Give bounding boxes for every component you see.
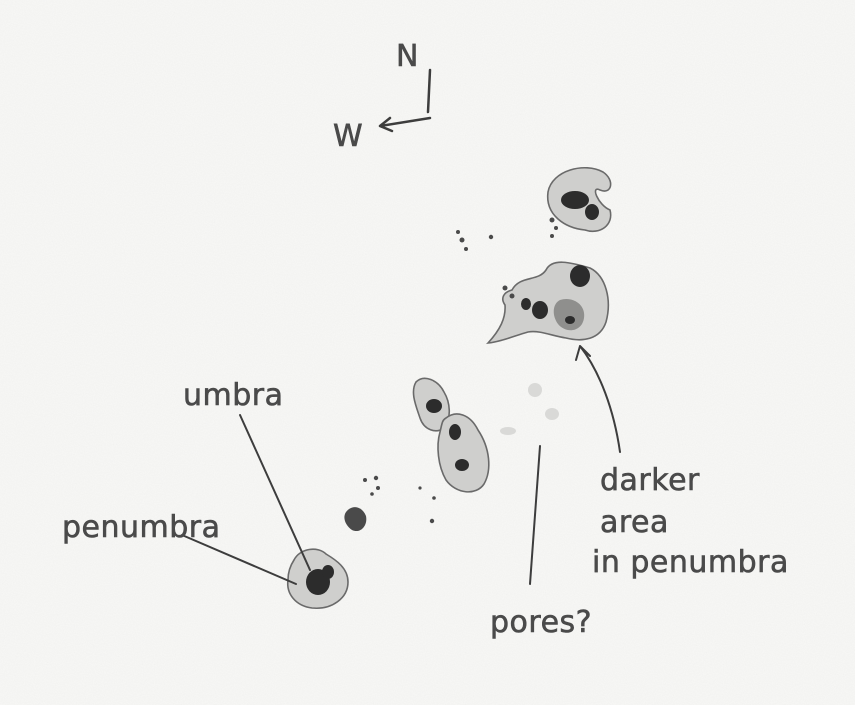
- sunspot-large: [486, 261, 610, 344]
- umbra-spot: [585, 204, 599, 220]
- pore-dot: [418, 486, 422, 490]
- sunspot-labeled: [287, 548, 349, 609]
- pore-dot: [550, 234, 554, 238]
- umbra-spot: [521, 298, 531, 310]
- pore-dot: [549, 217, 555, 223]
- label-darker-line2: area: [600, 505, 669, 540]
- umbra-spot: [322, 565, 334, 579]
- pore-dot: [370, 492, 374, 496]
- label-darker-line3: in penumbra: [592, 545, 789, 580]
- darker-area-pointer-line: [575, 345, 621, 453]
- sunspot-middle-group: [412, 377, 490, 493]
- umbra-spot: [426, 399, 442, 413]
- pointer-lines: [181, 345, 621, 585]
- sunspot-top-right: [547, 167, 612, 238]
- faint-pore: [545, 408, 559, 420]
- pore-dot: [488, 234, 494, 240]
- umbra-spot: [561, 191, 589, 209]
- pores-pointer-line: [529, 445, 541, 585]
- darker-penumbra-area: [553, 298, 585, 331]
- pore-dot: [509, 293, 515, 299]
- pore-dot: [464, 247, 468, 251]
- small-spots-lower: [344, 475, 436, 532]
- penumbra-region: [344, 507, 367, 532]
- faint-pore: [500, 427, 516, 435]
- pore-dot: [363, 478, 367, 482]
- faint-pores: [500, 383, 559, 435]
- pore-dot: [432, 496, 436, 500]
- pore-cluster-upper: [456, 230, 494, 251]
- pore-dot: [502, 285, 508, 291]
- faint-pore: [528, 383, 542, 397]
- label-umbra: umbra: [183, 378, 284, 413]
- umbra-spot: [449, 424, 461, 440]
- compass: N W: [333, 39, 432, 154]
- label-penumbra: penumbra: [62, 510, 221, 545]
- compass-north-label: N: [396, 39, 419, 74]
- pore-dot: [376, 486, 380, 490]
- umbra-spot: [455, 459, 469, 471]
- compass-west-arrow: [378, 116, 432, 133]
- pore-dot: [456, 230, 460, 234]
- penumbra-pointer-line: [181, 534, 297, 585]
- umbra-spot: [570, 265, 590, 287]
- pore-dot: [554, 226, 558, 230]
- umbra-spot: [565, 316, 575, 324]
- pore-dot: [429, 518, 435, 524]
- umbra-pointer-line: [239, 414, 311, 571]
- umbra-spot: [532, 301, 548, 319]
- pore-dot: [373, 475, 379, 481]
- pore-dot: [459, 237, 465, 243]
- compass-north-arrow: [426, 68, 432, 114]
- label-darker-line1: darker: [600, 463, 700, 498]
- compass-west-label: W: [333, 119, 363, 154]
- label-pores: pores?: [490, 605, 592, 640]
